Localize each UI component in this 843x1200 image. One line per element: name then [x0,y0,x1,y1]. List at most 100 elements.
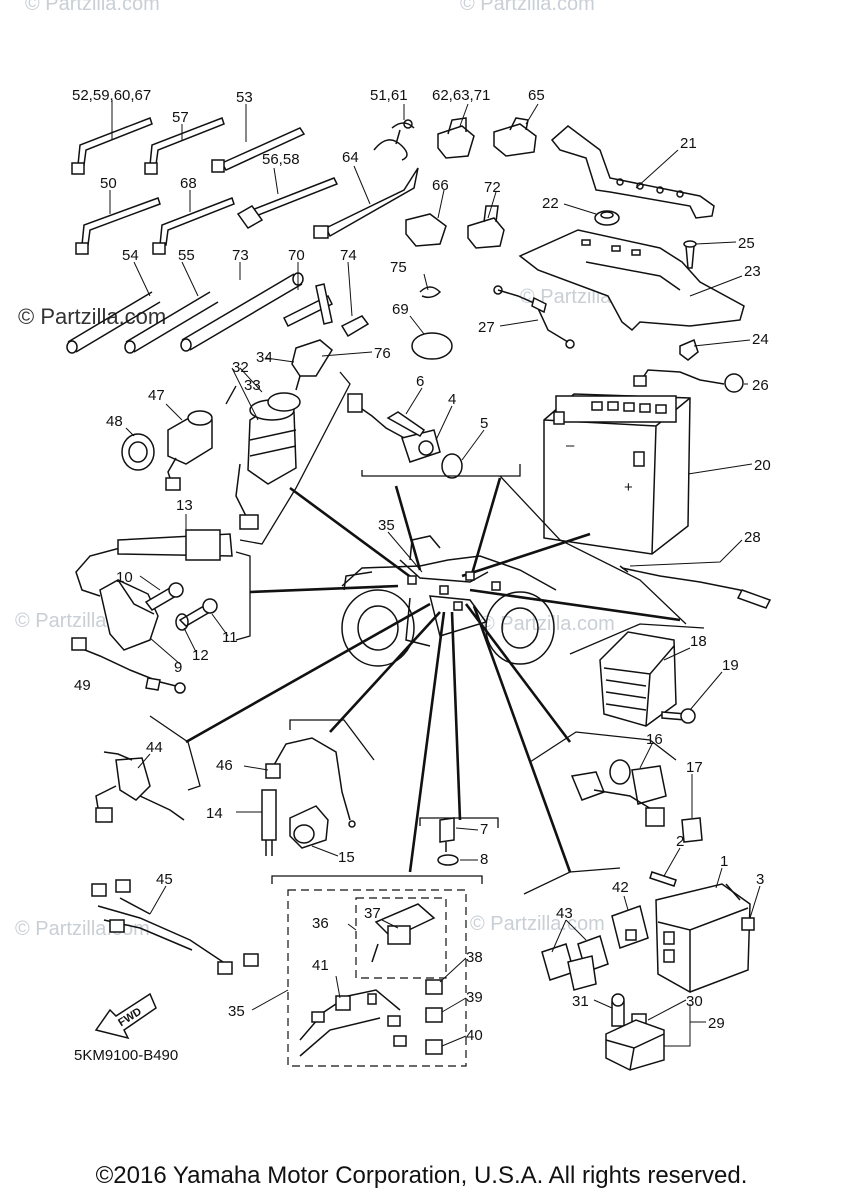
watermark-text: © Partzilla.com [470,913,605,935]
callout-62-63-71: 62,63,71 [432,87,490,104]
callout-12: 12 [192,647,209,664]
sensor-13 [75,529,233,597]
callout-43: 43 [556,905,573,922]
callout-20: 20 [754,457,771,474]
callout-68: 68 [180,175,197,192]
harness-35-connectors [407,571,501,611]
battery-plus-mark: + [624,479,633,496]
cable-tie-64 [313,167,419,239]
callout-1: 1 [720,853,728,870]
callout-9: 9 [174,659,182,676]
callout-66: 66 [432,177,449,194]
callout-69: 69 [392,301,409,318]
callout-7: 7 [480,821,488,838]
callout-50: 50 [100,175,117,192]
callout-40: 40 [466,1027,483,1044]
callout-32: 32 [232,359,249,376]
diagram-code: 5KM9100-B490 [74,1047,178,1064]
cable-tie-53 [211,127,306,173]
bolt-31 [611,993,625,1027]
watermark-text: © Partzilla.com [18,304,166,329]
clip-51 [373,119,415,161]
washer-12 [175,613,189,631]
cable-tie-57 [144,117,225,175]
copyright-notice: ©2016 Yamaha Motor Corporation, U.S.A. A… [95,1162,748,1189]
rectifier-18 [599,631,677,727]
callout-8: 8 [480,851,488,868]
callout-39: 39 [466,989,483,1006]
watermarks: © Partzilla.com © Partzilla.com © Partzi… [15,0,655,940]
callout-26: 26 [752,377,769,394]
key-34 [291,339,333,391]
callout-6: 6 [416,373,424,390]
fuse-38 [425,979,443,995]
callout-35-lower: 35 [228,1003,245,1020]
vent-hose-28 [619,565,772,609]
callout-29: 29 [708,1015,725,1032]
joint-70 [282,283,334,328]
callout-25: 25 [738,235,755,252]
callout-44: 44 [146,739,163,756]
callout-10: 10 [116,569,133,586]
callout-76: 76 [374,345,391,362]
callout-33: 33 [244,377,261,394]
ecu-1 [655,883,751,993]
callout-16: 16 [646,731,663,748]
callout-22: 22 [542,195,559,212]
lead-26 [633,369,744,393]
switch-7 [439,817,455,852]
cable-tie-52 [71,117,153,175]
bolt-25 [683,240,697,269]
clamp-62 [437,117,475,159]
bracket-21 [550,125,715,219]
callout-48: 48 [106,413,123,430]
callout-5: 5 [480,415,488,432]
callout-41: 41 [312,957,329,974]
sub-harness-45 [91,879,259,975]
harness-kit-box [287,889,467,1067]
nut-48 [121,433,155,471]
battery-cover-23 [518,229,745,332]
callout-51-61: 51,61 [370,87,408,104]
lead-27 [493,285,575,349]
relays-43 [541,935,609,991]
wire-harness-routing [185,477,681,873]
main-switch-32 [235,399,297,530]
callout-35-center: 35 [378,517,395,534]
bolt-19 [661,708,696,724]
tube-55 [124,291,219,354]
callout-13: 13 [176,497,193,514]
callout-64: 64 [342,149,359,166]
cable-tie-50 [75,197,161,255]
callout-15: 15 [338,849,355,866]
cable-tie-56 [236,177,339,229]
o-ring-69 [411,332,453,360]
callout-4: 4 [448,391,456,408]
callout-23: 23 [744,263,761,280]
o-ring-16 [609,759,631,785]
ring-33 [267,392,301,412]
callout-11: 11 [222,629,238,646]
relay-42 [611,905,649,949]
bolt-10 [144,582,184,611]
callout-46: 46 [216,757,233,774]
callout-56-58: 56,58 [262,151,300,168]
callout-72: 72 [484,179,501,196]
ignition-coil-9 [99,579,159,651]
callout-47: 47 [148,387,165,404]
fuse-40 [425,1039,443,1055]
callout-24: 24 [752,331,769,348]
watermark-text: © Partzilla.com [460,0,595,15]
clip-24 [679,338,699,361]
group-brackets [149,371,705,895]
spark-plug-14 [261,789,277,856]
bolt-11 [178,598,218,627]
lead-49 [71,637,186,694]
wire-harness-4 [347,393,441,463]
callout-52-59-60-67: 52,59,60,67 [72,87,151,104]
callout-73: 73 [232,247,249,264]
callout-54: 54 [122,247,139,264]
callout-17: 17 [686,759,703,776]
callout-30: 30 [686,993,703,1010]
